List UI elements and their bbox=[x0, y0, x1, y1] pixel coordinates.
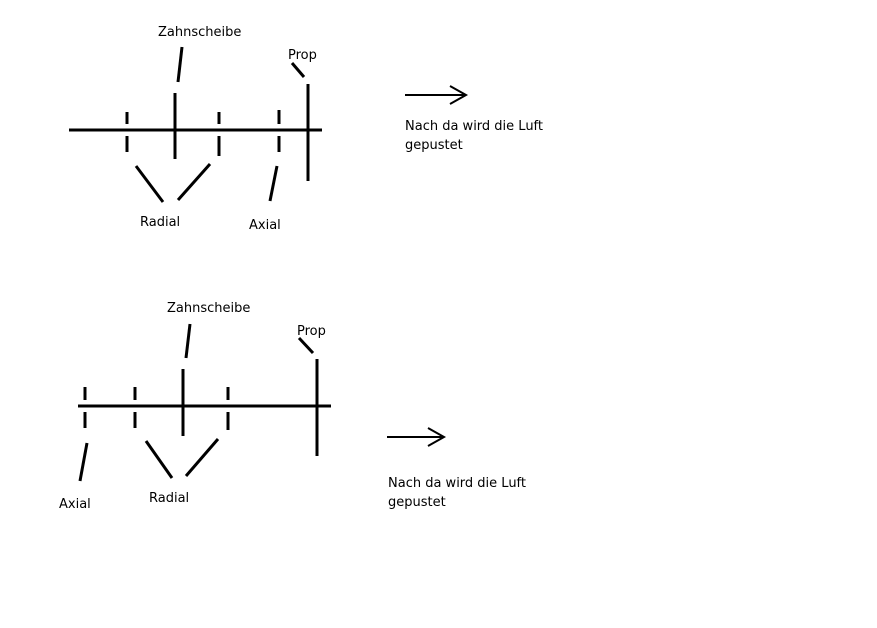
leader-axial bbox=[78, 442, 89, 482]
label-radial: Radial bbox=[140, 215, 180, 230]
airflow-arrow-head bbox=[449, 85, 469, 105]
label-axial: Axial bbox=[59, 497, 91, 512]
label-gear: Zahnscheibe bbox=[158, 25, 241, 40]
diagram-bottom: Zahnscheibe Prop Radial Axial Nach da wi… bbox=[59, 301, 526, 512]
label-radial: Radial bbox=[149, 491, 189, 506]
airflow-arrow-head bbox=[427, 427, 447, 447]
note-line-2: gepustet bbox=[388, 495, 446, 510]
leader-axial bbox=[268, 165, 279, 202]
note-line-2: gepustet bbox=[405, 138, 463, 153]
leader-prop bbox=[290, 62, 306, 78]
note-line-1: Nach da wird die Luft bbox=[405, 119, 543, 134]
leader-radial-right bbox=[184, 438, 220, 477]
label-prop: Prop bbox=[297, 324, 326, 339]
leader-prop bbox=[297, 336, 315, 355]
leader-radial-right bbox=[176, 163, 212, 201]
leader-gear bbox=[176, 46, 184, 83]
leader-gear bbox=[184, 323, 192, 359]
label-gear: Zahnscheibe bbox=[167, 301, 250, 316]
label-prop: Prop bbox=[288, 48, 317, 63]
leader-radial-left bbox=[134, 165, 165, 203]
diagram-top: Zahnscheibe Prop Radial Axial Nach da wi… bbox=[69, 25, 543, 233]
label-axial: Axial bbox=[249, 218, 281, 233]
note-line-1: Nach da wird die Luft bbox=[388, 476, 526, 491]
leader-radial-left bbox=[144, 440, 174, 479]
